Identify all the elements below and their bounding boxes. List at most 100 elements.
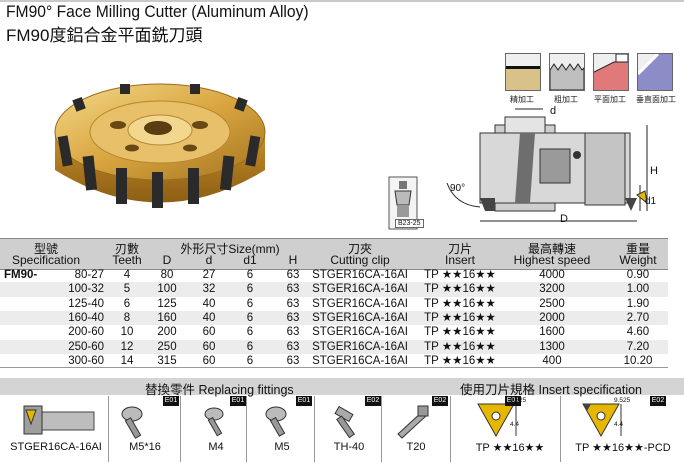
cell-clip: STGER16CA-16AI xyxy=(312,326,408,339)
cell-H: 63 xyxy=(286,283,300,296)
cell-teeth: 8 xyxy=(123,311,131,324)
divider xyxy=(560,396,561,462)
insert-dim-side: 4.4 xyxy=(614,421,624,428)
cell-H: 63 xyxy=(286,326,300,339)
col-H: H xyxy=(288,253,298,267)
cell-H: 63 xyxy=(286,354,300,367)
cell-insert: TP ★★16★★ xyxy=(424,326,496,339)
col-d1: d1 xyxy=(243,253,257,267)
cell-spec: 100-32 xyxy=(68,283,104,296)
cell-d: 32 xyxy=(202,283,216,296)
cell-teeth: 14 xyxy=(120,354,134,367)
cutting-clip-icon xyxy=(23,405,95,435)
cell-clip: STGER16CA-16AI xyxy=(312,269,408,281)
cell-weight: 10.20 xyxy=(623,354,653,367)
cell-D: 125 xyxy=(157,297,177,310)
cell-spec: 200-60 xyxy=(68,326,104,339)
insert-label: TP ★★16★★-PCD xyxy=(575,442,671,454)
cell-clip: STGER16CA-16AI xyxy=(312,283,408,296)
cell-spec: 300-60 xyxy=(68,354,104,367)
cell-weight: 1.00 xyxy=(626,283,650,296)
cell-d: 40 xyxy=(202,311,216,324)
top-rule xyxy=(0,0,684,2)
finish-swatch-fine xyxy=(505,53,541,91)
page-subtitle-zh: FM90度鋁合金平面銑刀頭 xyxy=(6,26,203,45)
fitting-badge: E01 xyxy=(230,396,246,406)
cell-D: 250 xyxy=(157,340,177,353)
insert-tp16-pcd-icon xyxy=(582,403,622,438)
cell-d1: 6 xyxy=(246,340,254,353)
col-d: d xyxy=(205,253,213,267)
divider xyxy=(314,396,315,462)
cell-clip: STGER16CA-16AI xyxy=(312,297,408,310)
col-teeth-zh: 刃數 xyxy=(114,242,139,256)
cell-insert: TP ★★16★★ xyxy=(424,297,496,310)
divider xyxy=(450,396,451,462)
insert-dim-top: 9.525 xyxy=(510,397,527,404)
insert-label: TP ★★16★★ xyxy=(475,442,545,454)
cell-speed: 400 xyxy=(542,354,562,367)
cell-spec: 80-27 xyxy=(74,269,104,281)
cell-speed: 2000 xyxy=(539,311,565,324)
col-speed-en: Highest speed xyxy=(513,253,591,267)
screw-m5x16-icon xyxy=(121,406,143,439)
cell-speed: 2500 xyxy=(539,297,565,310)
cell-weight: 4.60 xyxy=(626,326,650,339)
fitting-label: T20 xyxy=(406,441,426,453)
col-spec-en: Specification xyxy=(11,253,81,267)
finish-label: 精加工 xyxy=(510,95,534,104)
inserts-title: 使用刀片規格 Insert specification xyxy=(460,383,642,397)
cell-H: 63 xyxy=(286,297,300,310)
cell-D: 100 xyxy=(157,283,177,296)
table-header: 型號 Specification 刃數 Teeth 外形尺寸Size(mm) D… xyxy=(0,238,668,270)
dim-d1-label: d1 xyxy=(645,196,657,207)
finish-label: 垂直面加工 xyxy=(636,95,676,104)
fitting-label: STGER16CA-16AI xyxy=(10,441,102,453)
key-t20-icon xyxy=(397,405,429,439)
cell-D: 315 xyxy=(157,354,177,367)
cell-D: 160 xyxy=(157,311,177,324)
cell-teeth: 4 xyxy=(123,269,131,281)
cell-H: 63 xyxy=(286,340,300,353)
dim-H-label: H xyxy=(650,165,658,177)
cell-d1: 6 xyxy=(246,269,254,281)
finish-label: 平面加工 xyxy=(594,95,626,104)
cell-insert: TP ★★16★★ xyxy=(424,354,496,367)
cell-speed: 1600 xyxy=(539,326,565,339)
cell-insert: TP ★★16★★ xyxy=(424,283,496,296)
fitting-badge: E02 xyxy=(365,396,381,406)
cell-weight: 2.70 xyxy=(626,311,650,324)
cutter-image xyxy=(54,83,266,208)
col-size: 外形尺寸Size(mm) xyxy=(180,242,280,256)
cell-teeth: 10 xyxy=(120,326,134,339)
angle-label: 90° xyxy=(450,183,466,194)
col-teeth-en: Teeth xyxy=(112,253,142,267)
fitting-badge: E01 xyxy=(163,396,179,406)
cell-d: 40 xyxy=(202,297,216,310)
spec-prefix: FM90- xyxy=(4,269,38,281)
col-D: D xyxy=(162,253,172,267)
divider xyxy=(108,396,109,462)
cell-clip: STGER16CA-16AI xyxy=(312,311,408,324)
fitting-label: TH-40 xyxy=(333,441,365,453)
page-title: FM90° Face Milling Cutter (Aluminum Allo… xyxy=(6,2,309,21)
cell-d1: 6 xyxy=(246,283,254,296)
cell-d1: 6 xyxy=(246,297,254,310)
insert-tp16-icon xyxy=(477,403,517,438)
cell-speed: 4000 xyxy=(539,269,565,281)
finish-swatch-vertical xyxy=(637,53,673,91)
dim-d-label: d xyxy=(550,105,557,117)
col-insert-en: Insert xyxy=(444,253,475,267)
cell-d: 60 xyxy=(202,354,216,367)
col-weight-zh: 重量 xyxy=(625,242,650,256)
screw-m5-icon xyxy=(265,406,287,437)
finish-swatch-face xyxy=(593,53,629,91)
cell-spec: 125-40 xyxy=(68,297,104,310)
fitting-badge: E01 xyxy=(296,396,312,406)
cell-clip: STGER16CA-16AI xyxy=(312,354,408,367)
finish-label: 粗加工 xyxy=(554,95,578,104)
cell-D: 80 xyxy=(160,269,174,281)
